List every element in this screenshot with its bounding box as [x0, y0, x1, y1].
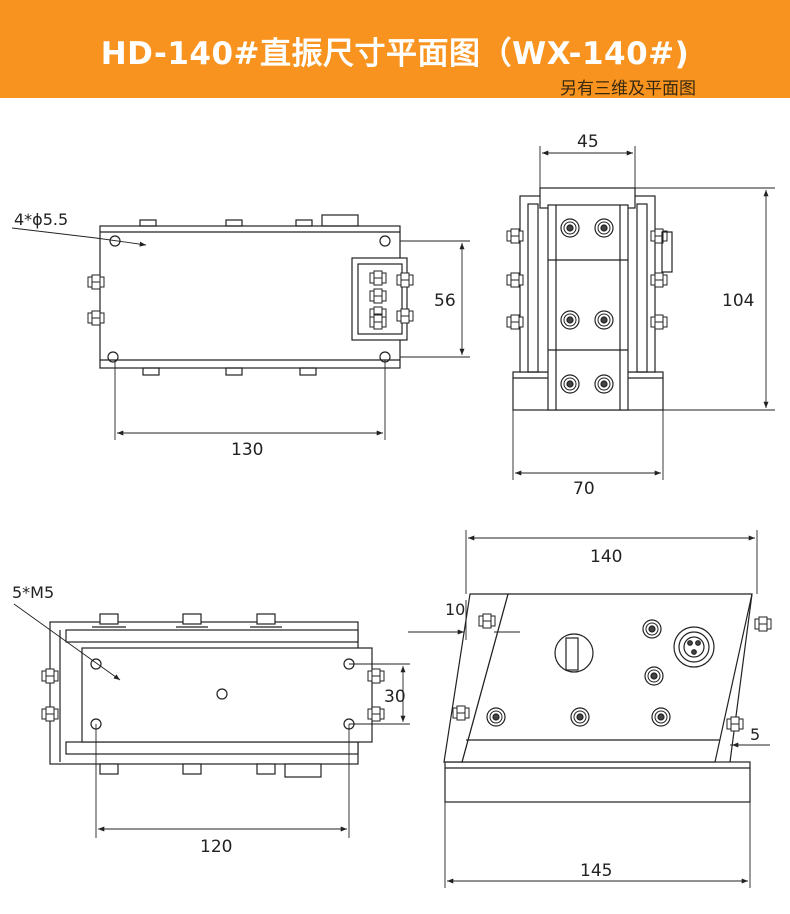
- mount-hole: [107, 351, 119, 363]
- view-bottom-right: [443, 593, 772, 803]
- mount-hole: [379, 235, 391, 247]
- dim-130-label: 130: [231, 440, 263, 460]
- dim-10-label: 10: [445, 600, 465, 619]
- dim-30-label: 30: [384, 687, 406, 707]
- page-subtitle: 另有三维及平面图: [560, 79, 696, 99]
- dim-104-label: 104: [722, 291, 754, 311]
- mount-hole: [216, 688, 228, 700]
- dim-145-label: 145: [580, 861, 612, 881]
- dims-top-left: [11, 227, 470, 440]
- view-bottom-left: [41, 613, 385, 778]
- page-title: HD-140#直振尺寸平面图（WX-140#): [100, 36, 690, 72]
- view-top-left: [87, 214, 414, 376]
- hole-note-top-left: 4*ϕ5.5: [14, 210, 68, 229]
- dim-56-label: 56: [434, 291, 456, 311]
- dim-120-label: 120: [200, 837, 232, 857]
- dims-bottom-right: [408, 530, 770, 888]
- hole-note-bottom-left: 5*M5: [12, 583, 54, 602]
- dim-70-label: 70: [573, 479, 595, 499]
- view-top-right: [506, 187, 673, 411]
- dims-top-right: [512, 146, 775, 480]
- dim-140-label: 140: [590, 547, 622, 567]
- technical-drawing: 4*ϕ5.5 56 130: [11, 132, 775, 888]
- header-banner: HD-140#直振尺寸平面图（WX-140#) 另有三维及平面图: [0, 0, 790, 99]
- dim-5-label: 5: [750, 725, 760, 744]
- body-outline: [99, 225, 401, 369]
- dim-45-label: 45: [577, 132, 599, 152]
- dims-bottom-left: [13, 603, 410, 838]
- mount-hole: [90, 658, 102, 670]
